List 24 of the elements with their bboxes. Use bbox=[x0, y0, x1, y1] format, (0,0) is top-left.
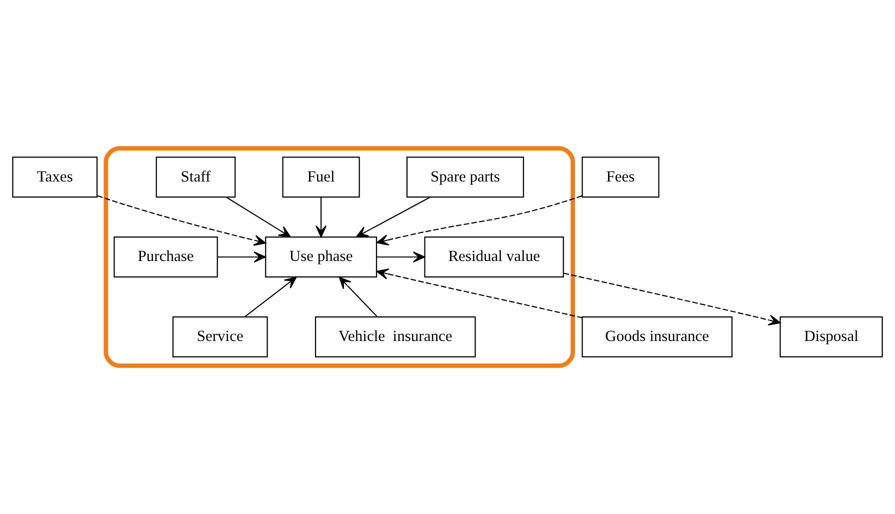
cluster bbox=[104, 146, 576, 368]
arrow bbox=[376, 268, 582, 318]
arrow bbox=[244, 276, 297, 318]
arrow bbox=[376, 195, 582, 246]
node-box: Spare parts bbox=[406, 156, 524, 198]
node-box: Taxes bbox=[12, 156, 98, 198]
arrow bbox=[376, 251, 425, 263]
node-box: Vehicle insurance bbox=[314, 316, 476, 358]
node-box: Purchase bbox=[114, 236, 218, 278]
node-box: Residual value bbox=[424, 236, 564, 278]
node-box: Fees bbox=[582, 156, 660, 198]
arrow bbox=[97, 195, 266, 246]
node-box: Goods insurance bbox=[582, 316, 733, 358]
node-box: Fuel bbox=[282, 156, 360, 198]
arrow bbox=[218, 251, 266, 263]
node-box: Use phase bbox=[265, 236, 378, 278]
arrow bbox=[564, 272, 781, 326]
arrow bbox=[316, 197, 327, 238]
node-box: Staff bbox=[156, 156, 236, 198]
arrow bbox=[338, 276, 378, 318]
node-box: Disposal bbox=[780, 316, 883, 358]
arrow bbox=[356, 196, 430, 238]
node-box: Service bbox=[172, 316, 268, 358]
arrow bbox=[226, 196, 291, 238]
